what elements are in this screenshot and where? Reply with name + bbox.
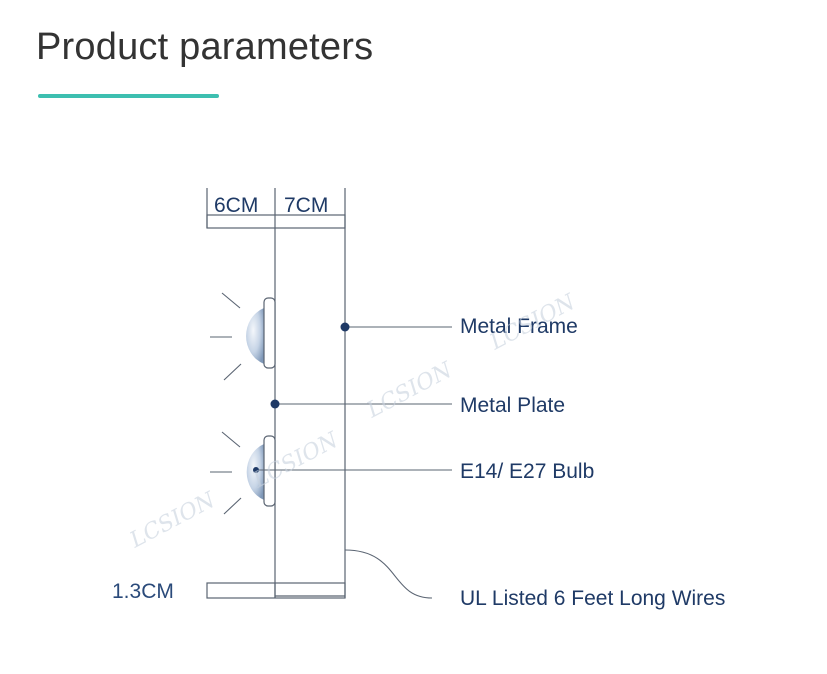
upper-bulb xyxy=(210,292,276,381)
lower-bulb xyxy=(210,431,276,515)
title-underline xyxy=(38,94,219,98)
watermark-3: LCSION xyxy=(362,357,457,423)
watermark-1: LCSION xyxy=(125,487,220,553)
callout-bulb xyxy=(253,467,452,473)
page-title: Product parameters xyxy=(36,26,374,68)
label-wires: UL Listed 6 Feet Long Wires xyxy=(460,587,725,610)
frame-structure xyxy=(274,228,346,598)
dimension-top-right: 7CM xyxy=(284,194,328,217)
callout-wires xyxy=(344,549,433,599)
base-plate xyxy=(206,582,346,599)
label-bulb: E14/ E27 Bulb xyxy=(460,460,594,483)
label-metal-plate: Metal Plate xyxy=(460,394,565,417)
callout-metal-frame xyxy=(340,322,452,332)
dimension-top-left: 6CM xyxy=(214,194,258,217)
callout-metal-plate xyxy=(270,399,452,409)
dimension-bottom: 1.3CM xyxy=(112,580,174,603)
label-metal-frame: Metal Frame xyxy=(460,315,578,338)
top-dimension-box xyxy=(206,188,346,229)
